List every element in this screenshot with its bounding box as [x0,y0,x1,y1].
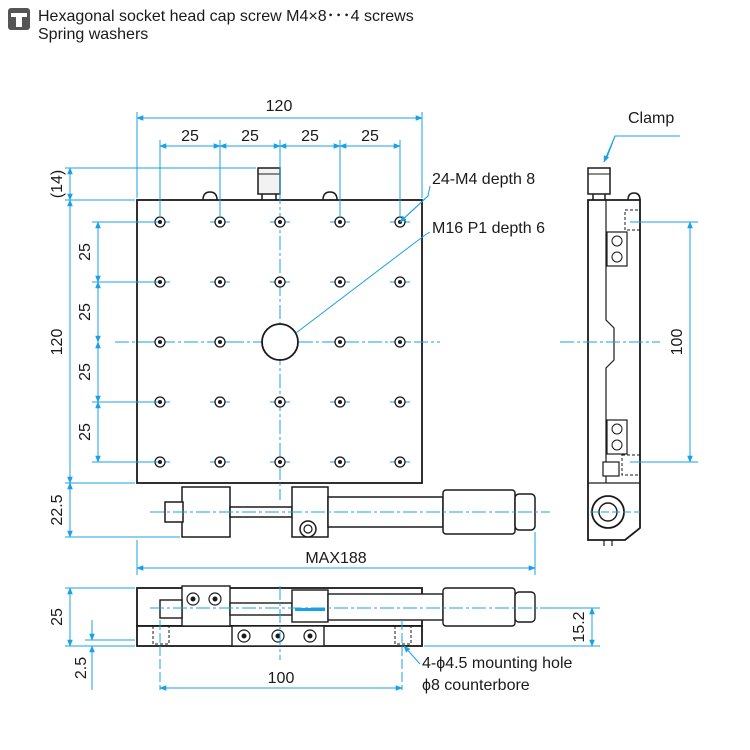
tapped-holes [150,216,410,468]
tapped-hole-core [158,340,162,344]
tapped-hole-core [158,220,162,224]
top-dimensions [65,112,536,575]
screw-icon [8,8,30,30]
dim-side-100: 100 [669,329,686,356]
tapped-hole-core [218,400,222,404]
dim-pitch-h4: 25 [361,128,379,145]
tapped-hole-core [398,460,402,464]
dim-pitch-v2: 25 [77,303,94,321]
label-mounting-hole: 4-ϕ4.5 mounting hole [422,655,572,672]
label-tapped-holes: 24-M4 depth 8 [432,171,535,188]
note-screws: Hexagonal socket head cap screw M4×8･･･4… [38,8,414,25]
dim-pitch-v4: 25 [77,423,94,441]
tapped-hole-core [338,280,342,284]
dim-front-25: 25 [49,608,66,626]
tapped-hole-core [278,220,282,224]
tapped-hole-core [278,460,282,464]
dim-width-120: 120 [266,98,293,115]
tapped-hole-core [278,280,282,284]
tapped-hole-core [218,460,222,464]
dim-top-14: (14) [49,170,66,198]
tapped-hole-core [338,400,342,404]
side-view [560,167,660,546]
tapped-hole-core [158,280,162,284]
label-center-hole: M16 P1 depth 6 [432,220,545,237]
tapped-hole-core [398,340,402,344]
label-counterbore: ϕ8 counterbore [422,677,530,694]
tapped-hole-core [398,400,402,404]
label-clamp: Clamp [628,110,674,127]
front-view [136,585,550,690]
dim-max-188: MAX188 [305,550,366,567]
tapped-hole-core [398,280,402,284]
dim-pitch-h3: 25 [301,128,319,145]
tapped-hole-core [218,340,222,344]
top-view [115,167,550,538]
dim-pitch-h1: 25 [181,128,199,145]
tapped-hole-core [158,460,162,464]
dim-15-2: 15.2 [571,611,588,642]
dim-bottom-100: 100 [268,670,295,687]
dim-22-5: 22.5 [49,494,66,525]
tapped-hole-core [338,340,342,344]
tapped-hole-core [218,280,222,284]
tapped-hole-core [158,400,162,404]
tapped-hole-core [338,460,342,464]
tapped-hole-core [218,220,222,224]
dim-pitch-v3: 25 [77,363,94,381]
dim-front-2-5: 2.5 [73,657,90,679]
dim-height-120: 120 [49,329,66,356]
tapped-hole-core [338,220,342,224]
side-dimensions [603,135,698,463]
note-washers: Spring washers [38,26,149,43]
dim-pitch-h2: 25 [241,128,259,145]
clamp-knob [257,167,281,195]
front-dimensions [65,587,600,691]
dim-pitch-v1: 25 [77,243,94,261]
center-hole [261,323,299,361]
tapped-hole-core [278,400,282,404]
